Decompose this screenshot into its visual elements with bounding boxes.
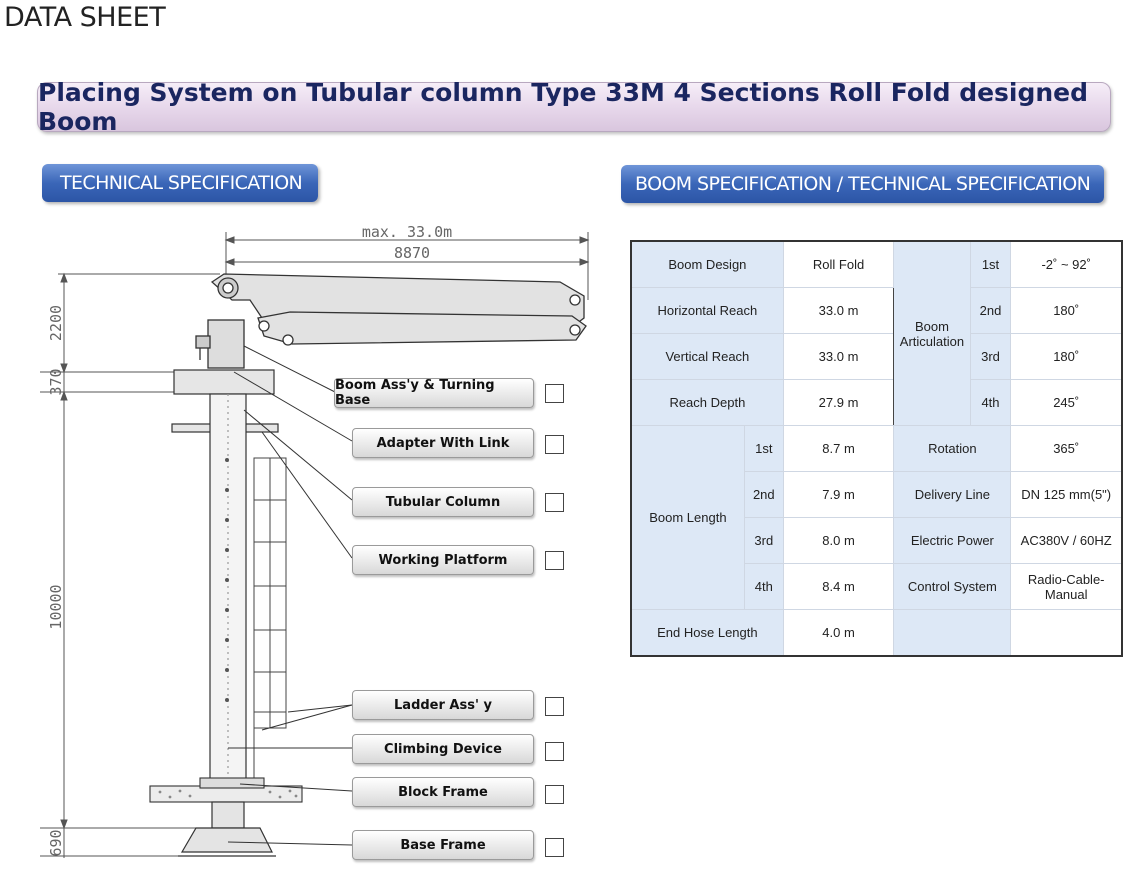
length-3-value: 8.0 m — [782, 517, 895, 564]
table-row: Vertical Reach 33.0 m 3rd 180˚ — [630, 333, 1123, 380]
table-row: 2nd 7.9 m Delivery Line DN 125 mm(5") — [631, 471, 1123, 518]
placing-system-drawing: max. 33.0m 8870 2200 370 10000 690 — [40, 223, 590, 858]
part-checkbox-working-platform[interactable] — [545, 551, 564, 570]
control-system-value: Radio-Cable-Manual — [1010, 563, 1123, 610]
length-4-value: 8.4 m — [782, 563, 895, 610]
empty-value-cell — [1010, 609, 1123, 657]
boom-design-value: Roll Fold — [782, 240, 895, 288]
vertical-reach-value: 33.0 m — [782, 333, 895, 380]
part-label-boom-turning-base: Boom Ass'y & Turning Base — [334, 378, 534, 408]
articulation-1-value: -2˚ ~ 92˚ — [1010, 240, 1123, 288]
table-row: End Hose Length 4.0 m — [630, 609, 1123, 657]
length-3-label: 3rd — [743, 517, 784, 564]
table-row: Reach Depth 27.9 m 4th 245˚ — [630, 379, 1123, 426]
part-checkbox-climbing-device[interactable] — [545, 742, 564, 761]
articulation-2-value: 180˚ — [1010, 287, 1123, 334]
boom-length-label: Boom Length — [630, 425, 745, 610]
dim-690: 690 — [47, 829, 65, 856]
articulation-4-value: 245˚ — [1010, 379, 1123, 426]
part-label-adapter-with-link: Adapter With Link — [352, 428, 534, 458]
electric-power-value: AC380V / 60HZ — [1010, 517, 1123, 564]
dim-width: 8870 — [394, 244, 430, 262]
part-label-tubular-column: Tubular Column — [352, 487, 534, 517]
end-hose-length-label: End Hose Length — [630, 609, 784, 657]
dim-370: 370 — [47, 368, 65, 395]
part-checkbox-adapter-with-link[interactable] — [545, 435, 564, 454]
vertical-reach-label: Vertical Reach — [630, 333, 784, 380]
main-title-banner: Placing System on Tubular column Type 33… — [37, 78, 1111, 136]
table-row: 4th 8.4 m Control System Radio-Cable-Man… — [631, 563, 1123, 610]
reach-depth-value: 27.9 m — [782, 379, 895, 426]
part-label-block-frame: Block Frame — [352, 777, 534, 807]
dim-max: max. 33.0m — [362, 223, 452, 241]
main-title: Placing System on Tubular column Type 33… — [38, 78, 1089, 136]
part-label-base-frame: Base Frame — [352, 830, 534, 860]
part-checkbox-block-frame[interactable] — [545, 785, 564, 804]
articulation-1-label: 1st — [969, 240, 1012, 288]
articulation-4-label: 4th — [969, 379, 1012, 426]
articulation-2-label: 2nd — [969, 287, 1012, 334]
part-checkbox-base-frame[interactable] — [545, 838, 564, 857]
horizontal-reach-value: 33.0 m — [782, 287, 895, 334]
empty-label-cell — [893, 609, 1012, 657]
articulation-3-label: 3rd — [969, 333, 1012, 380]
boom-design-label: Boom Design — [630, 240, 784, 288]
rotation-label: Rotation — [893, 425, 1012, 472]
part-checkbox-ladder-assy[interactable] — [545, 697, 564, 716]
sheet-title: DATA SHEET — [4, 2, 166, 33]
length-4-label: 4th — [743, 563, 784, 610]
horizontal-reach-label: Horizontal Reach — [630, 287, 784, 334]
dim-2200: 2200 — [47, 305, 65, 341]
table-row: Horizontal Reach 33.0 m 2nd 180˚ — [630, 287, 1123, 334]
length-1-value: 8.7 m — [782, 425, 895, 472]
end-hose-length-value: 4.0 m — [782, 609, 895, 657]
part-label-working-platform: Working Platform — [352, 545, 534, 575]
reach-depth-label: Reach Depth — [630, 379, 784, 426]
dim-10000: 10000 — [47, 584, 65, 629]
length-2-label: 2nd — [743, 471, 784, 518]
articulation-3-value: 180˚ — [1010, 333, 1123, 380]
control-system-label: Control System — [893, 563, 1012, 610]
length-1-label: 1st — [743, 425, 784, 472]
technical-specification-banner: TECHNICAL SPECIFICATION — [42, 164, 318, 202]
delivery-line-value: DN 125 mm(5") — [1010, 471, 1123, 518]
part-checkbox-boom-turning-base[interactable] — [545, 384, 564, 403]
part-label-ladder-assy: Ladder Ass' y — [352, 690, 534, 720]
electric-power-label: Electric Power — [893, 517, 1012, 564]
delivery-line-label: Delivery Line — [893, 471, 1012, 518]
boom-specification-banner: BOOM SPECIFICATION / TECHNICAL SPECIFICA… — [621, 165, 1104, 203]
length-2-value: 7.9 m — [782, 471, 895, 518]
rotation-value: 365˚ — [1010, 425, 1123, 472]
table-row: Boom Length 1st 8.7 m Rotation 365˚ — [630, 425, 1123, 610]
part-checkbox-tubular-column[interactable] — [545, 493, 564, 512]
part-label-climbing-device: Climbing Device — [352, 734, 534, 764]
